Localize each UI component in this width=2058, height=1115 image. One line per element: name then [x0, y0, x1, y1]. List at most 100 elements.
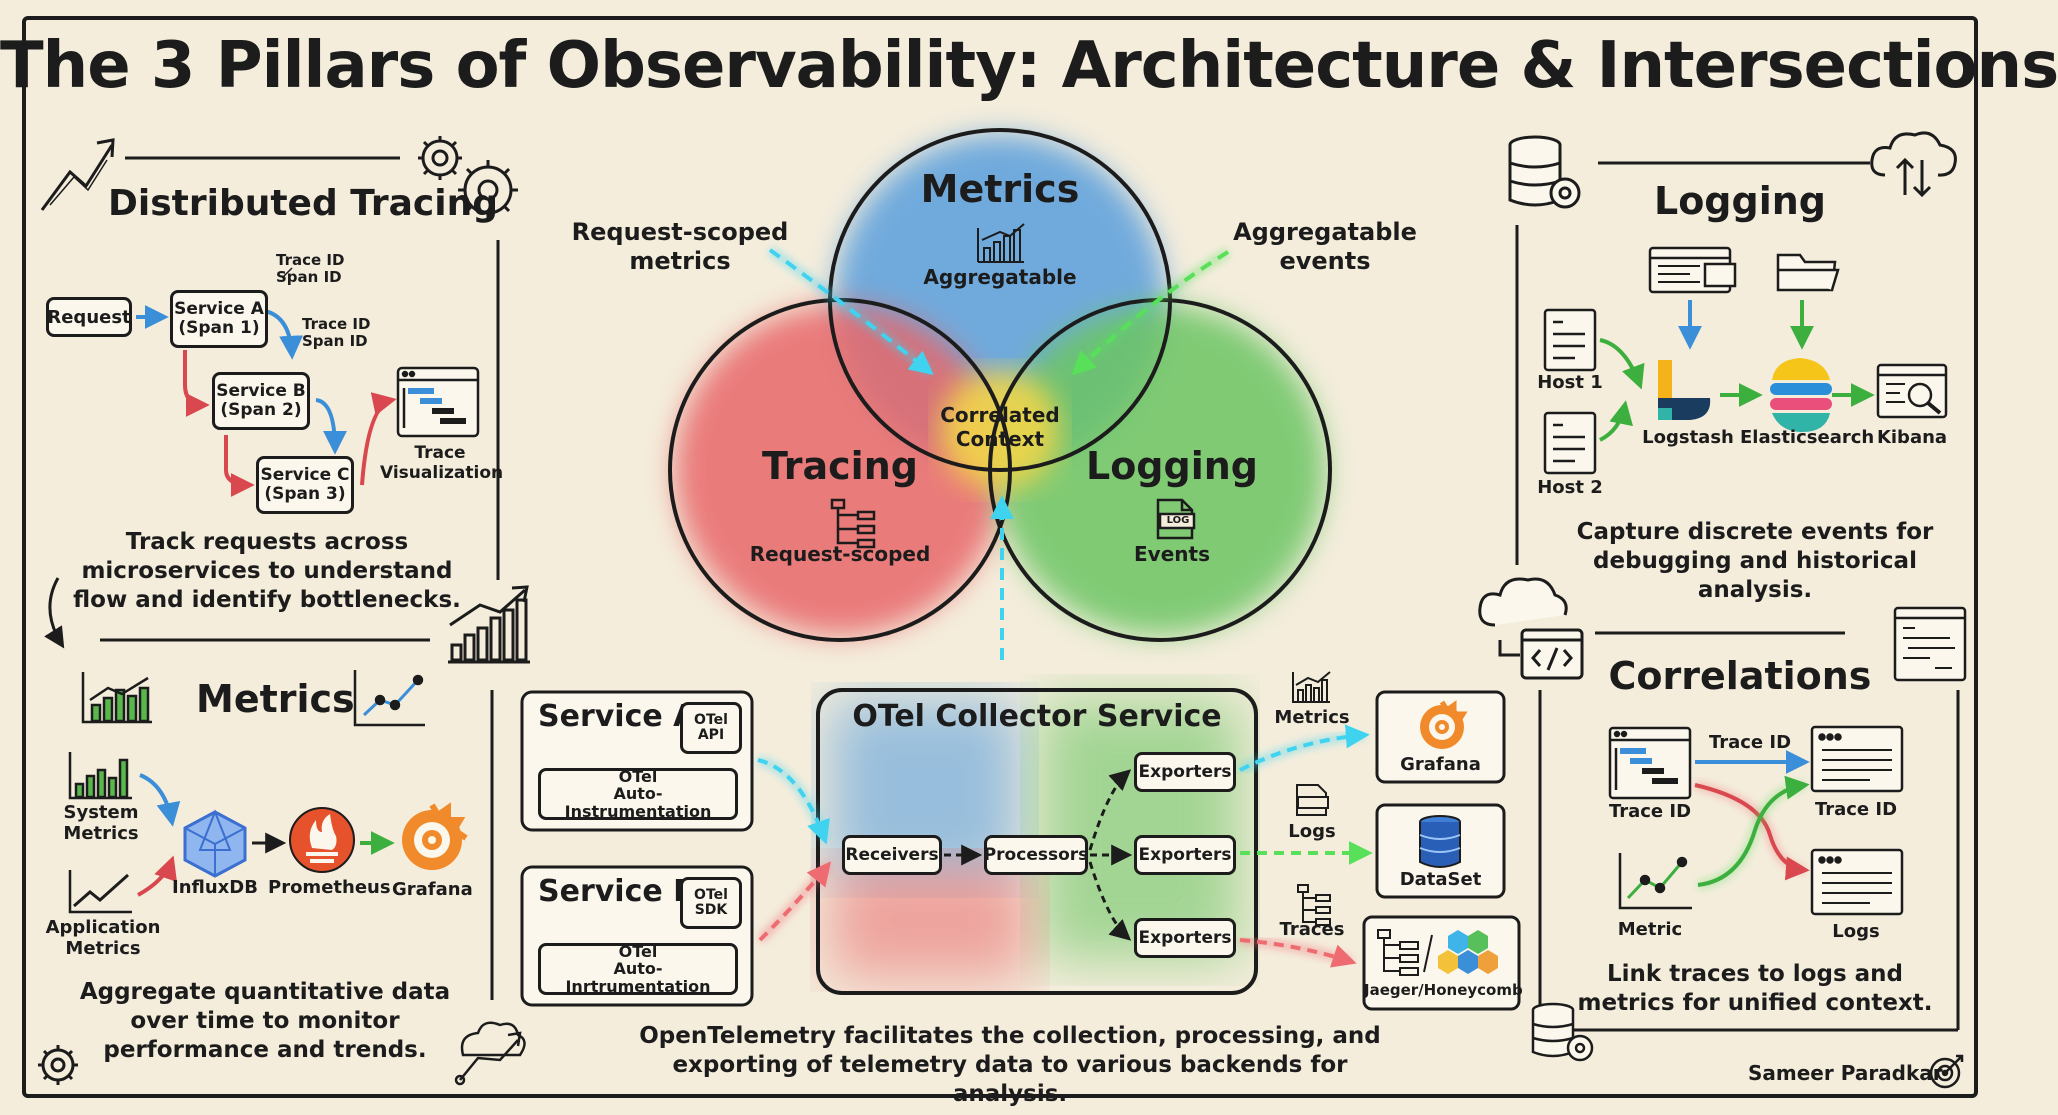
venn-logging-sub: Events — [1134, 542, 1210, 566]
backend-dataset-label: DataSet — [1399, 869, 1482, 890]
trace-id-window-icon — [1608, 726, 1692, 800]
span-3-label: (Span 3) — [264, 484, 346, 504]
jaeger-honeycomb-icon — [1377, 929, 1498, 976]
request-box[interactable]: Request — [46, 297, 132, 337]
logs-label: Logs — [1832, 921, 1880, 942]
trace-visualization-icon — [396, 366, 480, 438]
code-document-icon — [1893, 606, 1967, 682]
venn-metrics-sub: Aggregatable — [923, 265, 1077, 289]
collector-title: OTel Collector Service — [852, 699, 1222, 734]
otel-service-a-title: Service A — [538, 699, 697, 734]
processors-label: Processors — [983, 845, 1089, 865]
tracing-heading: Distributed Tracing — [108, 183, 499, 224]
exporters-box-traces[interactable]: Exporters — [1134, 918, 1236, 958]
logging-wash — [995, 305, 1325, 635]
infographic: The 3 Pillars of Observability: Architec… — [0, 16, 2058, 1107]
grafana-icon — [1420, 700, 1468, 749]
log-file-icon — [1156, 498, 1196, 540]
left-note-arrow — [768, 248, 934, 375]
elasticsearch-label: Elasticsearch — [1740, 427, 1875, 448]
service-b-return-arrow — [315, 398, 347, 455]
influxdb-icon — [183, 809, 247, 878]
processors-box[interactable]: Processors — [984, 835, 1088, 875]
outer-frame — [22, 16, 1978, 1098]
host-2-label: Host 2 — [1537, 477, 1603, 498]
service-b-label: Service B — [216, 381, 306, 402]
rising-bars-icon — [448, 585, 530, 664]
grafana-icon — [402, 802, 468, 870]
trace-id-pointer — [281, 267, 293, 279]
host-2-to-logstash-arrow — [1599, 400, 1633, 442]
logging-heading: Logging — [1653, 179, 1826, 223]
folder-icon — [1776, 253, 1840, 292]
diagram-canvas — [22, 16, 1978, 1098]
logs-file-icon — [1296, 784, 1329, 816]
out-traces-label: Traces — [1279, 919, 1345, 940]
trace-id-arrow-label: Trace ID — [1708, 732, 1792, 753]
service-b-inner-line-1: OTel — [618, 941, 658, 961]
kibana-icon — [1876, 363, 1948, 419]
bar-chart-icon — [81, 672, 152, 724]
service-b-box[interactable]: Service B (Span 2) — [212, 372, 310, 430]
service-b-to-receivers-arrow — [758, 861, 831, 942]
host-1-label: Host 1 — [1537, 372, 1603, 393]
logstash-icon — [1658, 360, 1711, 420]
span-1-label: (Span 1) — [178, 318, 260, 338]
service-a-label: Service A — [174, 299, 264, 320]
log-window-icon — [1648, 246, 1737, 294]
app-to-influx-arrow — [137, 855, 177, 897]
prometheus-icon — [289, 807, 355, 873]
trace-to-logs-arrow — [1694, 783, 1810, 881]
service-b-inner-line-2: Auto-Inrtrumentation — [565, 959, 711, 996]
tracing-wash — [675, 305, 1005, 635]
venn-logging-label: Logging — [1085, 444, 1258, 488]
receivers-box[interactable]: Receivers — [842, 835, 942, 875]
metrics-out-glow — [1237, 730, 1366, 775]
otel-caption: OpenTelemetry facilitates the collection… — [639, 1023, 1381, 1107]
metric-line-icon — [1618, 853, 1692, 910]
log-icon-text: LOG — [1166, 515, 1190, 526]
exporters-box-logs[interactable]: Exporters — [1134, 835, 1236, 875]
backend-jaeger-label: Jaeger/Honeycomb — [1364, 981, 1523, 999]
service-c-box[interactable]: Service C (Span 3) — [256, 456, 354, 514]
kibana-label: Kibana — [1876, 427, 1948, 448]
service-a-glow — [756, 755, 830, 842]
service-c-label: Service C — [260, 465, 350, 486]
metrics-caption: Aggregate quantitative data over time to… — [79, 979, 451, 1063]
service-a-inner-line-2: Auto-Instrumentation — [564, 784, 712, 821]
system-metrics-icon — [68, 752, 132, 800]
exporters-label: Exporters — [1138, 845, 1232, 865]
exporters-label: Exporters — [1138, 928, 1232, 948]
database-icon — [1419, 815, 1461, 868]
target-icon — [1929, 1054, 1964, 1089]
service-a-box[interactable]: Service A (Span 1) — [170, 290, 268, 348]
otel-service-b-title: Service B — [538, 874, 697, 909]
otel-sdk-tag-line-2: SDK — [694, 902, 728, 918]
database-gear-icon — [1531, 1002, 1594, 1062]
metrics-chart-icon — [1292, 671, 1331, 703]
correlations-caption: Link traces to logs and metrics for unif… — [1577, 961, 1933, 1016]
metric-label: Metric — [1617, 919, 1683, 940]
otel-api-tag-line-1: OTel — [694, 711, 728, 728]
cloud-code-icon — [1478, 577, 1584, 680]
backend-grafana-label: Grafana — [1400, 754, 1481, 775]
trace-id-left-label: Trace ID — [1608, 801, 1692, 822]
logstash-label: Logstash — [1642, 427, 1734, 448]
logging-caption: Capture discrete events for debugging an… — [1576, 519, 1934, 603]
influxdb-label: InfluxDB — [172, 877, 258, 898]
application-metrics-icon — [68, 870, 132, 914]
line-chart-icon — [353, 670, 425, 727]
tree-icon — [830, 498, 876, 549]
receivers-label: Receivers — [845, 845, 939, 865]
host-1-icon — [1543, 308, 1597, 372]
exporters-box-metrics[interactable]: Exporters — [1134, 752, 1236, 792]
venn-tracing-label: Tracing — [762, 444, 918, 488]
